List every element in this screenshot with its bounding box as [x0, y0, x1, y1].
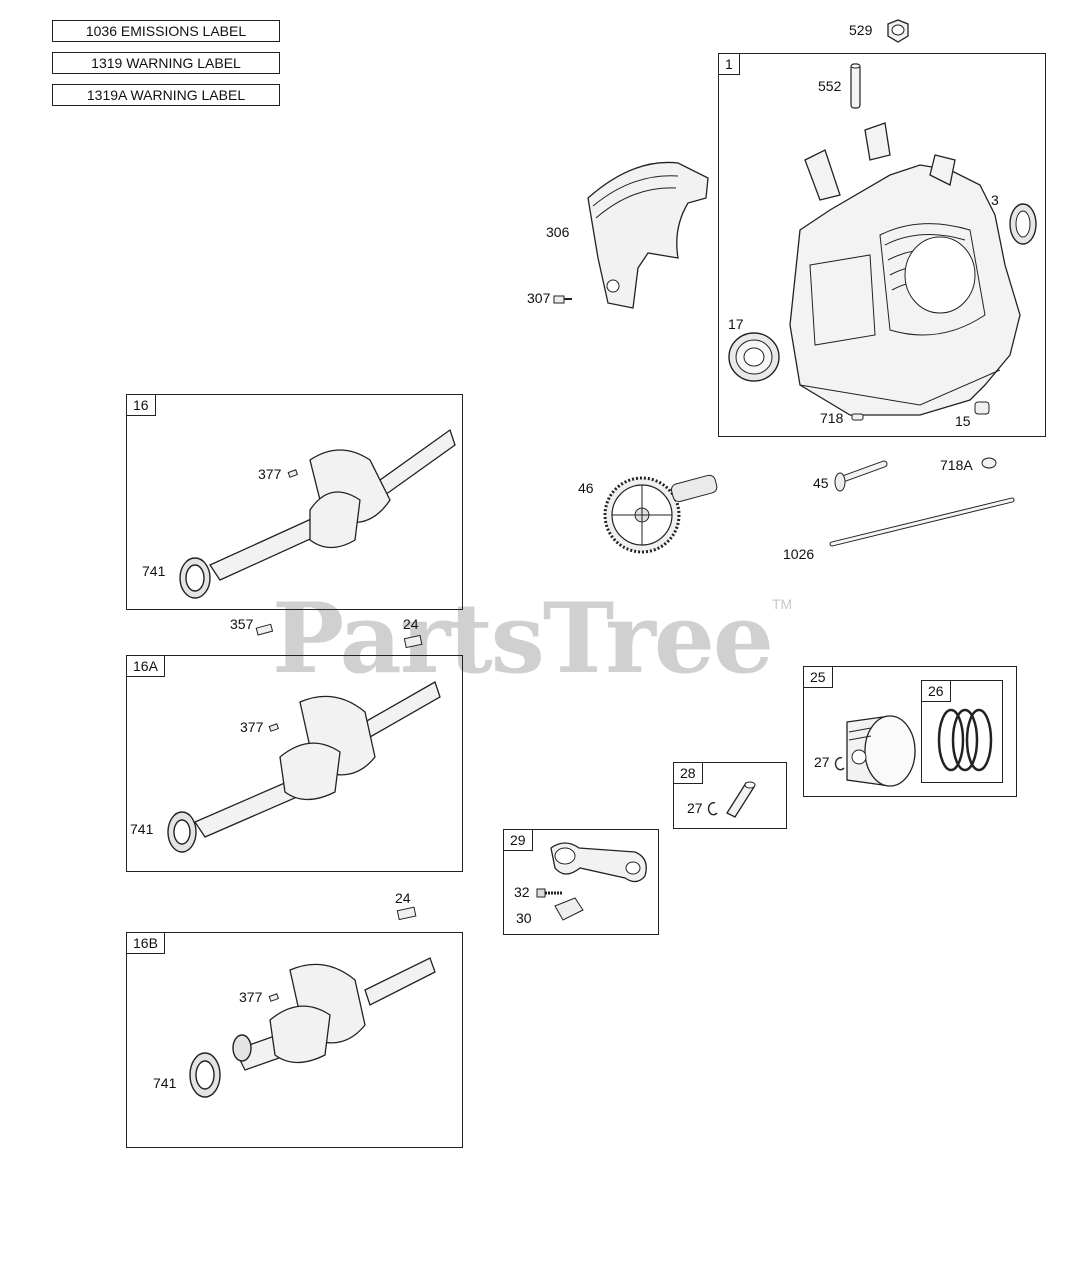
callout-552[interactable]: 552	[818, 78, 842, 94]
watermark-trademark: TM	[772, 596, 793, 612]
callout-17[interactable]: 17	[728, 316, 744, 332]
group-25-tag: 25	[804, 667, 833, 688]
callout-24-a[interactable]: 24	[403, 616, 419, 632]
crankshaft-a-icon	[167, 681, 441, 853]
key-24-b-icon	[396, 906, 417, 921]
callout-30[interactable]: 30	[516, 910, 532, 926]
crankshaft-icon	[179, 428, 456, 599]
warning-label-a-item[interactable]: 1319A WARNING LABEL	[52, 84, 280, 106]
callout-45[interactable]: 45	[813, 475, 829, 491]
wrist-pin-icon	[726, 781, 756, 818]
rod-bolt-icon	[536, 888, 563, 898]
valve-icon	[834, 460, 888, 492]
group-16a-tag: 16A	[127, 656, 165, 677]
key-24-icon	[403, 634, 423, 649]
key-357-icon	[255, 623, 274, 636]
group-16b-crankshaft: 16B	[126, 932, 463, 1148]
callout-741-16a[interactable]: 741	[130, 821, 154, 837]
dowel-pin-icon	[850, 63, 861, 109]
key-b-icon	[268, 993, 280, 1002]
group-29-tag: 29	[504, 830, 533, 851]
warning-label-item[interactable]: 1319 WARNING LABEL	[52, 52, 280, 74]
retainer-icon	[981, 457, 997, 469]
callout-24-b[interactable]: 24	[395, 890, 411, 906]
group-26-tag: 26	[922, 681, 951, 702]
connecting-rod-icon	[550, 842, 647, 921]
callout-1026[interactable]: 1026	[783, 546, 815, 562]
pin-clip-icon	[707, 802, 718, 816]
callout-718[interactable]: 718	[820, 410, 844, 426]
callout-306[interactable]: 306	[546, 224, 570, 240]
callout-718a[interactable]: 718A	[940, 457, 973, 473]
callout-741-16b[interactable]: 741	[153, 1075, 177, 1091]
key-icon	[287, 469, 299, 478]
camshaft-gear-icon	[603, 474, 718, 554]
callout-46[interactable]: 46	[578, 480, 594, 496]
crankshaft-b-icon	[189, 957, 436, 1098]
group-16b-tag: 16B	[127, 933, 165, 954]
group-16a-crankshaft: 16A	[126, 655, 463, 872]
group-1-crankcase: 1	[718, 53, 1046, 437]
callout-307[interactable]: 307	[527, 290, 551, 306]
callout-3[interactable]: 3	[991, 192, 999, 208]
crankcase-block-icon	[789, 122, 1021, 416]
callout-741-16[interactable]: 741	[142, 563, 166, 579]
screw-icon	[553, 295, 572, 304]
piston-rings-icon	[937, 708, 993, 772]
callout-15[interactable]: 15	[955, 413, 971, 429]
group-28-wrist-pin: 28	[673, 762, 787, 829]
clip-icon	[834, 757, 845, 771]
oil-seal-icon	[1009, 203, 1037, 245]
watermark-text: PartsTree	[272, 582, 774, 695]
group-1-tag: 1	[719, 54, 740, 75]
push-rod-icon	[829, 497, 1015, 547]
emissions-label-item[interactable]: 1036 EMISSIONS LABEL	[52, 20, 280, 42]
small-pin-icon	[851, 413, 864, 421]
callout-27-pin[interactable]: 27	[687, 800, 703, 816]
group-26-rings: 26	[921, 680, 1003, 783]
group-28-tag: 28	[674, 763, 703, 784]
callout-377-16b[interactable]: 377	[239, 989, 263, 1005]
group-16-crankshaft: 16	[126, 394, 463, 610]
callout-377-16a[interactable]: 377	[240, 719, 264, 735]
group-16-tag: 16	[127, 395, 156, 416]
group-29-connecting-rod: 29	[503, 829, 659, 935]
shield-guard-icon	[587, 161, 709, 309]
ball-bearing-icon	[728, 332, 780, 382]
nut-icon	[887, 19, 909, 43]
callout-529[interactable]: 529	[849, 22, 873, 38]
key-a-icon	[268, 723, 280, 732]
callout-32[interactable]: 32	[514, 884, 530, 900]
piston-icon	[846, 715, 916, 787]
callout-377-16[interactable]: 377	[258, 466, 282, 482]
callout-357[interactable]: 357	[230, 616, 254, 632]
plug-icon	[974, 401, 990, 415]
group-25-piston: 25	[803, 666, 1017, 797]
callout-27-piston[interactable]: 27	[814, 754, 830, 770]
